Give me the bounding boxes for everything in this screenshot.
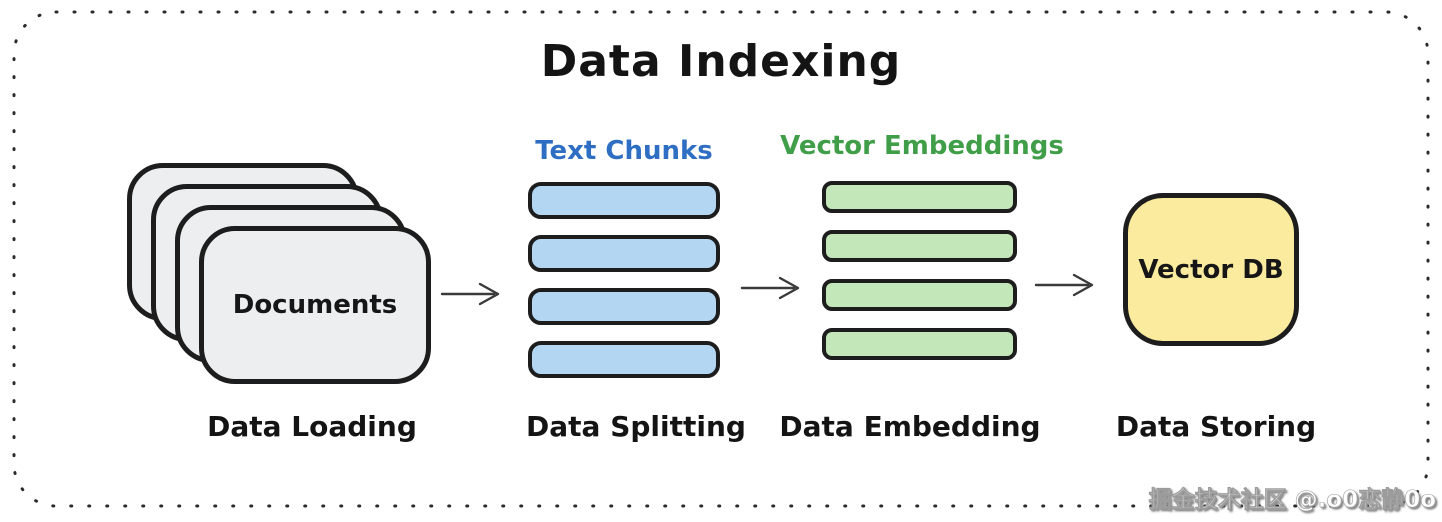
watermark: 掘金技术社区 @.o0恋静0o [1148, 487, 1436, 514]
document-card-front: Documents [199, 226, 431, 384]
flow-arrow-icon [740, 275, 802, 301]
text-chunk-bar [528, 288, 720, 325]
text-chunk-bar [528, 182, 720, 219]
text-chunks-heading: Text Chunks [535, 136, 713, 166]
vector-embeddings-bars [822, 181, 1017, 360]
diagram-title: Data Indexing [540, 36, 902, 87]
text-chunk-bar [528, 341, 720, 378]
stage-label-data-storing: Data Storing [1115, 410, 1317, 443]
vector-db-box: Vector DB [1123, 193, 1299, 346]
text-chunk-bar [528, 235, 720, 272]
flow-arrow-icon [1034, 272, 1096, 298]
embedding-bar [822, 181, 1017, 213]
vector-db-label: Vector DB [1138, 254, 1284, 285]
flow-arrow-icon [440, 281, 502, 307]
stage-label-data-embedding: Data Embedding [779, 410, 1041, 443]
embedding-bar [822, 279, 1017, 311]
vector-embeddings-heading: Vector Embeddings [780, 131, 1064, 161]
stage-label-data-splitting: Data Splitting [526, 410, 746, 443]
embedding-bar [822, 328, 1017, 360]
embedding-bar [822, 230, 1017, 262]
documents-stack: Documents [127, 163, 437, 387]
documents-label: Documents [232, 290, 398, 320]
stage-label-data-loading: Data Loading [207, 410, 417, 443]
text-chunks-bars [528, 182, 720, 378]
